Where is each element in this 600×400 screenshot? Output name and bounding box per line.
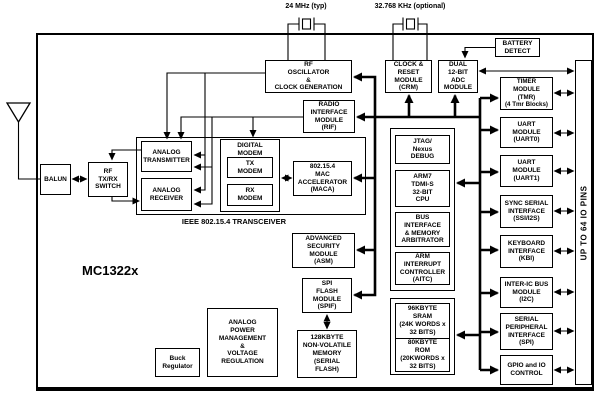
- tx-modem-block: TX MODEM: [227, 157, 273, 178]
- io-pins-label: UP TO 64 IO PINS: [579, 185, 588, 260]
- balun-block: BALUN: [40, 164, 71, 195]
- bus-interface-block: BUS INTERFACE & MEMORY ARBITRATOR: [395, 212, 450, 247]
- buck-regulator-block: Buck Regulator: [155, 348, 200, 377]
- chip-boundary: [36, 33, 594, 391]
- rx-modem-block: RX MODEM: [227, 184, 273, 206]
- crystal-24mhz-label: 24 MHz (typ): [285, 3, 327, 10]
- gpio-block: GPIO and IO CONTROL: [500, 355, 553, 385]
- sram-block: 96KBYTE SRAM (24K WORDS x 32 BITS): [395, 303, 450, 339]
- rif-block: RADIO INTERFACE MODULE (RIF): [303, 100, 355, 133]
- uart1-block: UART MODULE (UART1): [500, 155, 553, 187]
- io-pins-bar: UP TO 64 IO PINS: [575, 60, 592, 385]
- kbi-block: KEYBOARD INTERFACE (KBI): [500, 235, 553, 268]
- i2c-block: INTER-IC BUS MODULE (I2C): [500, 277, 553, 308]
- digital-modem-label: DIGITAL MODEM: [237, 142, 263, 157]
- signal-lines: [71, 46, 575, 374]
- crystal-32khz-label: 32.768 KHz (optional): [374, 3, 446, 10]
- asm-block: ADVANCED SECURITY MODULE (ASM): [292, 233, 355, 268]
- adc-block: DUAL 12-BIT ADC MODULE: [438, 60, 478, 93]
- transceiver-caption: IEEE 802.15.4 TRANSCEIVER: [181, 217, 287, 226]
- crystal-icon-32khz: [392, 17, 428, 60]
- uart0-block: UART MODULE (UART0): [500, 117, 553, 148]
- ssi-block: SYNC SERIAL INTERFACE (SSI/I2S): [500, 195, 553, 228]
- aitc-block: ARM INTERRUPT CONTROLLER (AITC): [395, 252, 450, 285]
- rom-block: 80KBYTE ROM (20KWORDS x 32 BITS): [395, 338, 450, 372]
- timer-block: TIMER MODULE (TMR) (4 Tmr Blocks): [500, 77, 553, 110]
- jtag-block: JTAG/ Nexus DEBUG: [395, 135, 450, 164]
- spif-block: SPI FLASH MODULE (SPIF): [302, 278, 352, 313]
- analog-receiver-block: ANALOG RECEIVER: [141, 178, 192, 211]
- antenna-icon: [5, 102, 40, 180]
- analog-transmitter-block: ANALOG TRANSMITTER: [141, 141, 192, 172]
- crm-block: CLOCK & RESET MODULE (CRM): [385, 60, 432, 93]
- cpu-platform-outer-box: [390, 128, 455, 291]
- chip-title: MC1322x: [82, 263, 139, 278]
- nvm-block: 128KBYTE NON-VOLATILE MEMORY (SERIAL FLA…: [297, 330, 357, 378]
- maca-block: 802.15.4 MAC ACCELERATOR (MACA): [293, 161, 352, 196]
- rf-switch-block: RF TX/RX SWITCH: [88, 162, 128, 197]
- spi-block: SERIAL PERIPHERAL INTERFACE (SPI): [500, 313, 553, 350]
- bus-lines: [353, 72, 499, 375]
- arm7-cpu-block: ARM7 TDMI-S 32-BIT CPU: [395, 170, 450, 207]
- memory-outer-box: [390, 298, 455, 375]
- power-management-block: ANALOG POWER MANAGEMENT & VOLTAGE REGULA…: [207, 308, 278, 377]
- transceiver-outer-box: [136, 137, 366, 215]
- rf-oscillator-block: RF OSCILLATOR & CLOCK GENERATION: [265, 60, 352, 93]
- crystal-icon-24mhz: [287, 17, 326, 60]
- battery-detect-block: BATTERY DETECT: [495, 38, 540, 57]
